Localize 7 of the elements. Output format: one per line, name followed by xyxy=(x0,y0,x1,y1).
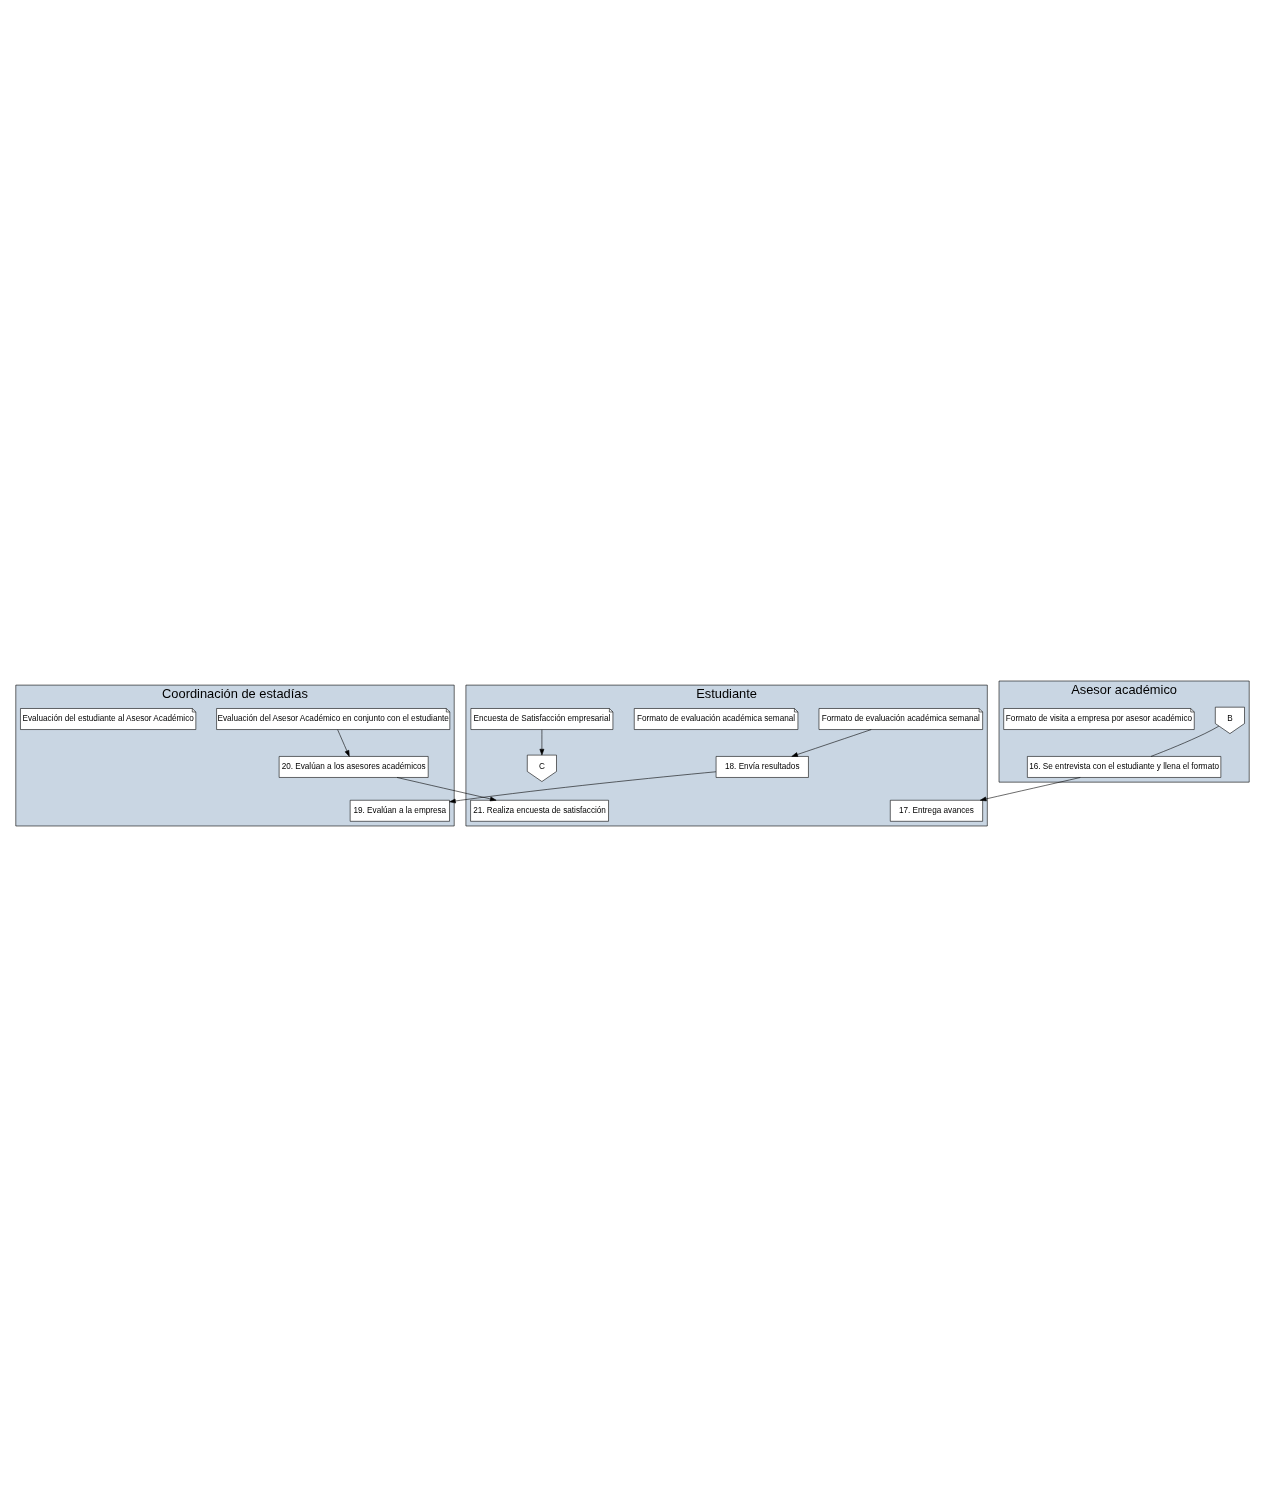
arrow xyxy=(449,771,717,804)
arrow xyxy=(539,729,545,756)
arrow xyxy=(337,729,350,757)
arrow xyxy=(980,777,1081,802)
arrow xyxy=(396,777,497,802)
connector xyxy=(1150,725,1220,757)
arrow xyxy=(791,729,872,757)
